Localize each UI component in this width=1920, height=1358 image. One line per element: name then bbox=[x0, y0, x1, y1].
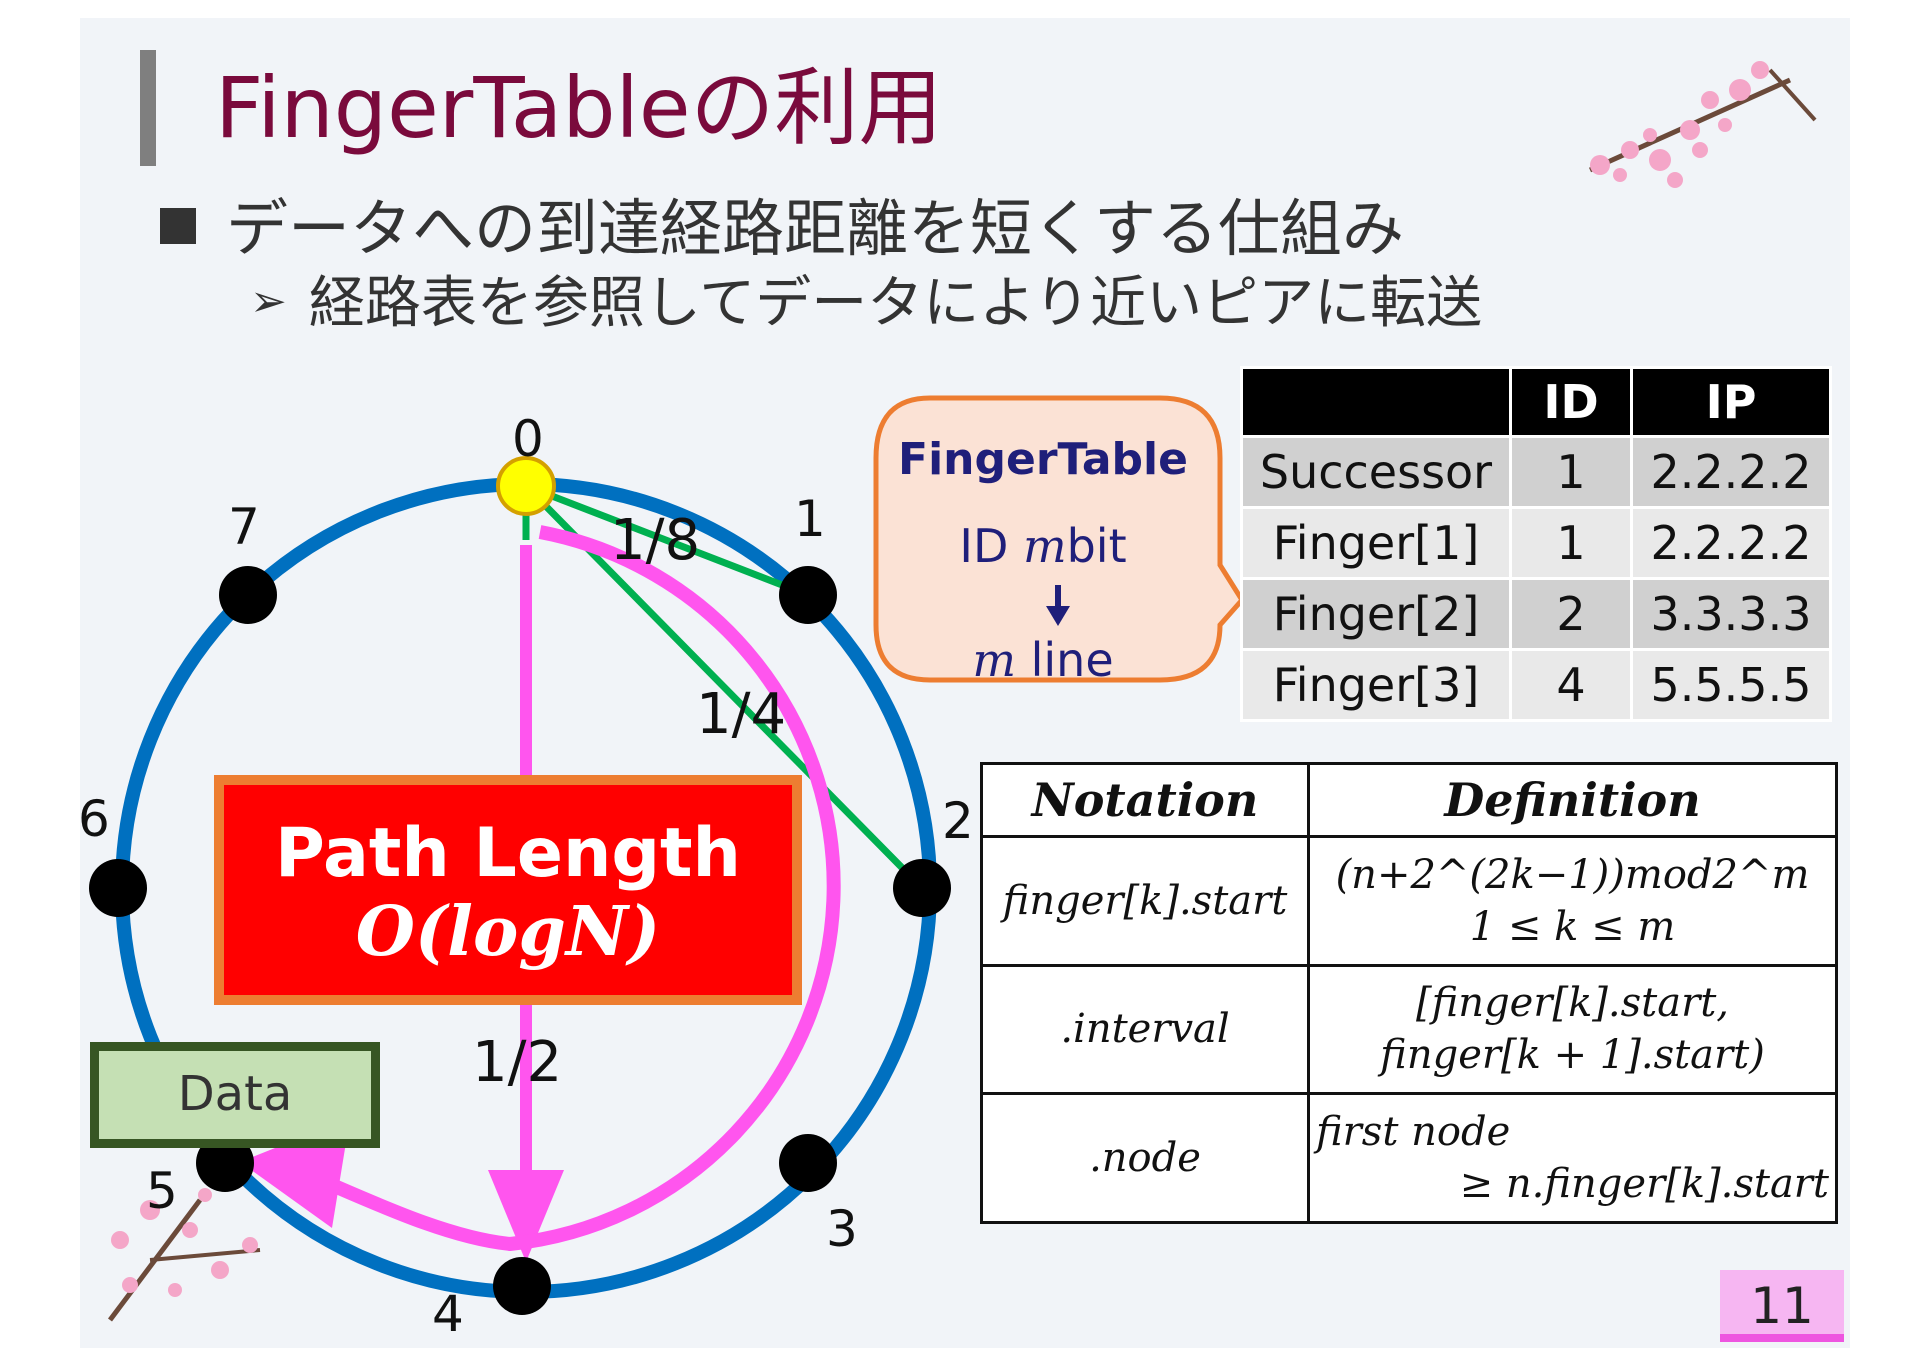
node-label-2: 2 bbox=[942, 792, 974, 850]
table-row: Finger[2] 2 3.3.3.3 bbox=[1240, 577, 1832, 651]
data-box: Data bbox=[90, 1042, 380, 1148]
definition-cell: [finger[k].start, finger[k + 1].start) bbox=[1307, 963, 1838, 1096]
finger-table-header-ip: IP bbox=[1630, 366, 1832, 438]
finger-table-header: ID IP bbox=[1240, 366, 1832, 438]
node-4 bbox=[493, 1257, 551, 1315]
path-straight-arrowhead bbox=[488, 1170, 564, 1262]
definition-header-notation: Notation bbox=[980, 762, 1310, 838]
node-label-4: 4 bbox=[432, 1285, 464, 1343]
page-number: 11 bbox=[1720, 1270, 1844, 1342]
bullet-main-text: データへの到達経路距離を短くする仕組み bbox=[226, 192, 1405, 265]
callout-content: FingerTable ID mbit m line bbox=[888, 434, 1198, 687]
finger-table-cell: 2 bbox=[1509, 577, 1633, 651]
node-label-6: 6 bbox=[78, 790, 110, 848]
node-2 bbox=[893, 859, 951, 917]
definition-table-header: Notation Definition bbox=[980, 762, 1838, 838]
square-bullet-icon bbox=[160, 208, 196, 244]
definition-table: Notation Definition finger[k].start (n+2… bbox=[980, 762, 1838, 1224]
node-1 bbox=[779, 566, 837, 624]
path-length-complexity: O(logN) bbox=[355, 891, 661, 972]
table-row: finger[k].start (n+2^(2k−1))mod2^m 1 ≤ k… bbox=[980, 835, 1838, 967]
table-row: Finger[3] 4 5.5.5.5 bbox=[1240, 648, 1832, 722]
bullet-sub-text: 経路表を参照してデータにより近いピアに転送 bbox=[308, 271, 1483, 336]
definition-cell: first node ≥ n.finger[k].start bbox=[1307, 1092, 1838, 1224]
cherry-blossom-top-right bbox=[1588, 61, 1817, 188]
bullet-main: データへの到達経路距離を短くする仕組み bbox=[160, 192, 1404, 266]
finger-table-cell: Finger[1] bbox=[1240, 506, 1512, 580]
title-accent-bar bbox=[140, 50, 156, 166]
node-6 bbox=[89, 859, 147, 917]
node-label-5: 5 bbox=[146, 1162, 178, 1220]
finger-table: ID IP Successor 1 2.2.2.2 Finger[1] 1 2.… bbox=[1240, 366, 1832, 722]
node-label-1: 1 bbox=[794, 490, 826, 548]
notation-cell: .node bbox=[980, 1092, 1310, 1224]
table-row: .interval [finger[k].start, finger[k + 1… bbox=[980, 963, 1838, 1096]
finger-table-cell: Finger[2] bbox=[1240, 577, 1512, 651]
finger-table-cell: 2.2.2.2 bbox=[1630, 435, 1832, 509]
finger-table-cell: 4 bbox=[1509, 648, 1633, 722]
node-0 bbox=[496, 456, 556, 516]
node-label-3: 3 bbox=[826, 1200, 858, 1258]
finger-table-cell: 1 bbox=[1509, 506, 1633, 580]
finger-table-cell: 2.2.2.2 bbox=[1630, 506, 1832, 580]
path-length-box: Path Length O(logN) bbox=[214, 775, 802, 1005]
notation-cell: .interval bbox=[980, 963, 1310, 1096]
fraction-label-1-4: 1/4 bbox=[696, 682, 787, 747]
callout-arrow-head bbox=[1046, 606, 1070, 626]
arrow-bullet-icon: ➢ bbox=[250, 276, 287, 327]
callout-title: FingerTable bbox=[898, 434, 1188, 485]
callout-line1: ID mbit bbox=[959, 519, 1127, 573]
finger-table-cell: 3.3.3.3 bbox=[1630, 577, 1832, 651]
finger-line-1 bbox=[524, 482, 810, 599]
page-title: FingerTableの利用 bbox=[215, 59, 943, 157]
table-row: .node first node ≥ n.finger[k].start bbox=[980, 1092, 1838, 1224]
table-row: Finger[1] 1 2.2.2.2 bbox=[1240, 506, 1832, 580]
path-arc bbox=[267, 525, 841, 1252]
finger-table-header-blank bbox=[1240, 366, 1512, 438]
path-length-label: Path Length bbox=[275, 814, 741, 893]
node-label-7: 7 bbox=[228, 498, 260, 556]
callout-bubble bbox=[873, 395, 1246, 683]
definition-cell: (n+2^(2k−1))mod2^m 1 ≤ k ≤ m bbox=[1307, 835, 1838, 967]
finger-table-cell: Successor bbox=[1240, 435, 1512, 509]
bullet-sub: ➢ 経路表を参照してデータにより近いピアに転送 bbox=[250, 270, 1482, 337]
finger-table-cell: Finger[3] bbox=[1240, 648, 1512, 722]
node-7 bbox=[219, 566, 277, 624]
node-5 bbox=[196, 1134, 254, 1192]
notation-cell: finger[k].start bbox=[980, 835, 1310, 967]
cherry-blossom-bottom-left bbox=[108, 1188, 261, 1322]
node-3 bbox=[779, 1134, 837, 1192]
finger-table-header-id: ID bbox=[1509, 366, 1633, 438]
fraction-label-1-8: 1/8 bbox=[610, 508, 701, 573]
node-label-0: 0 bbox=[512, 410, 544, 468]
fraction-label-1-2: 1/2 bbox=[472, 1030, 563, 1095]
table-row: Successor 1 2.2.2.2 bbox=[1240, 435, 1832, 509]
callout-line2: m line bbox=[972, 633, 1114, 687]
finger-table-cell: 1 bbox=[1509, 435, 1633, 509]
definition-header-definition: Definition bbox=[1307, 762, 1838, 838]
finger-table-cell: 5.5.5.5 bbox=[1630, 648, 1832, 722]
